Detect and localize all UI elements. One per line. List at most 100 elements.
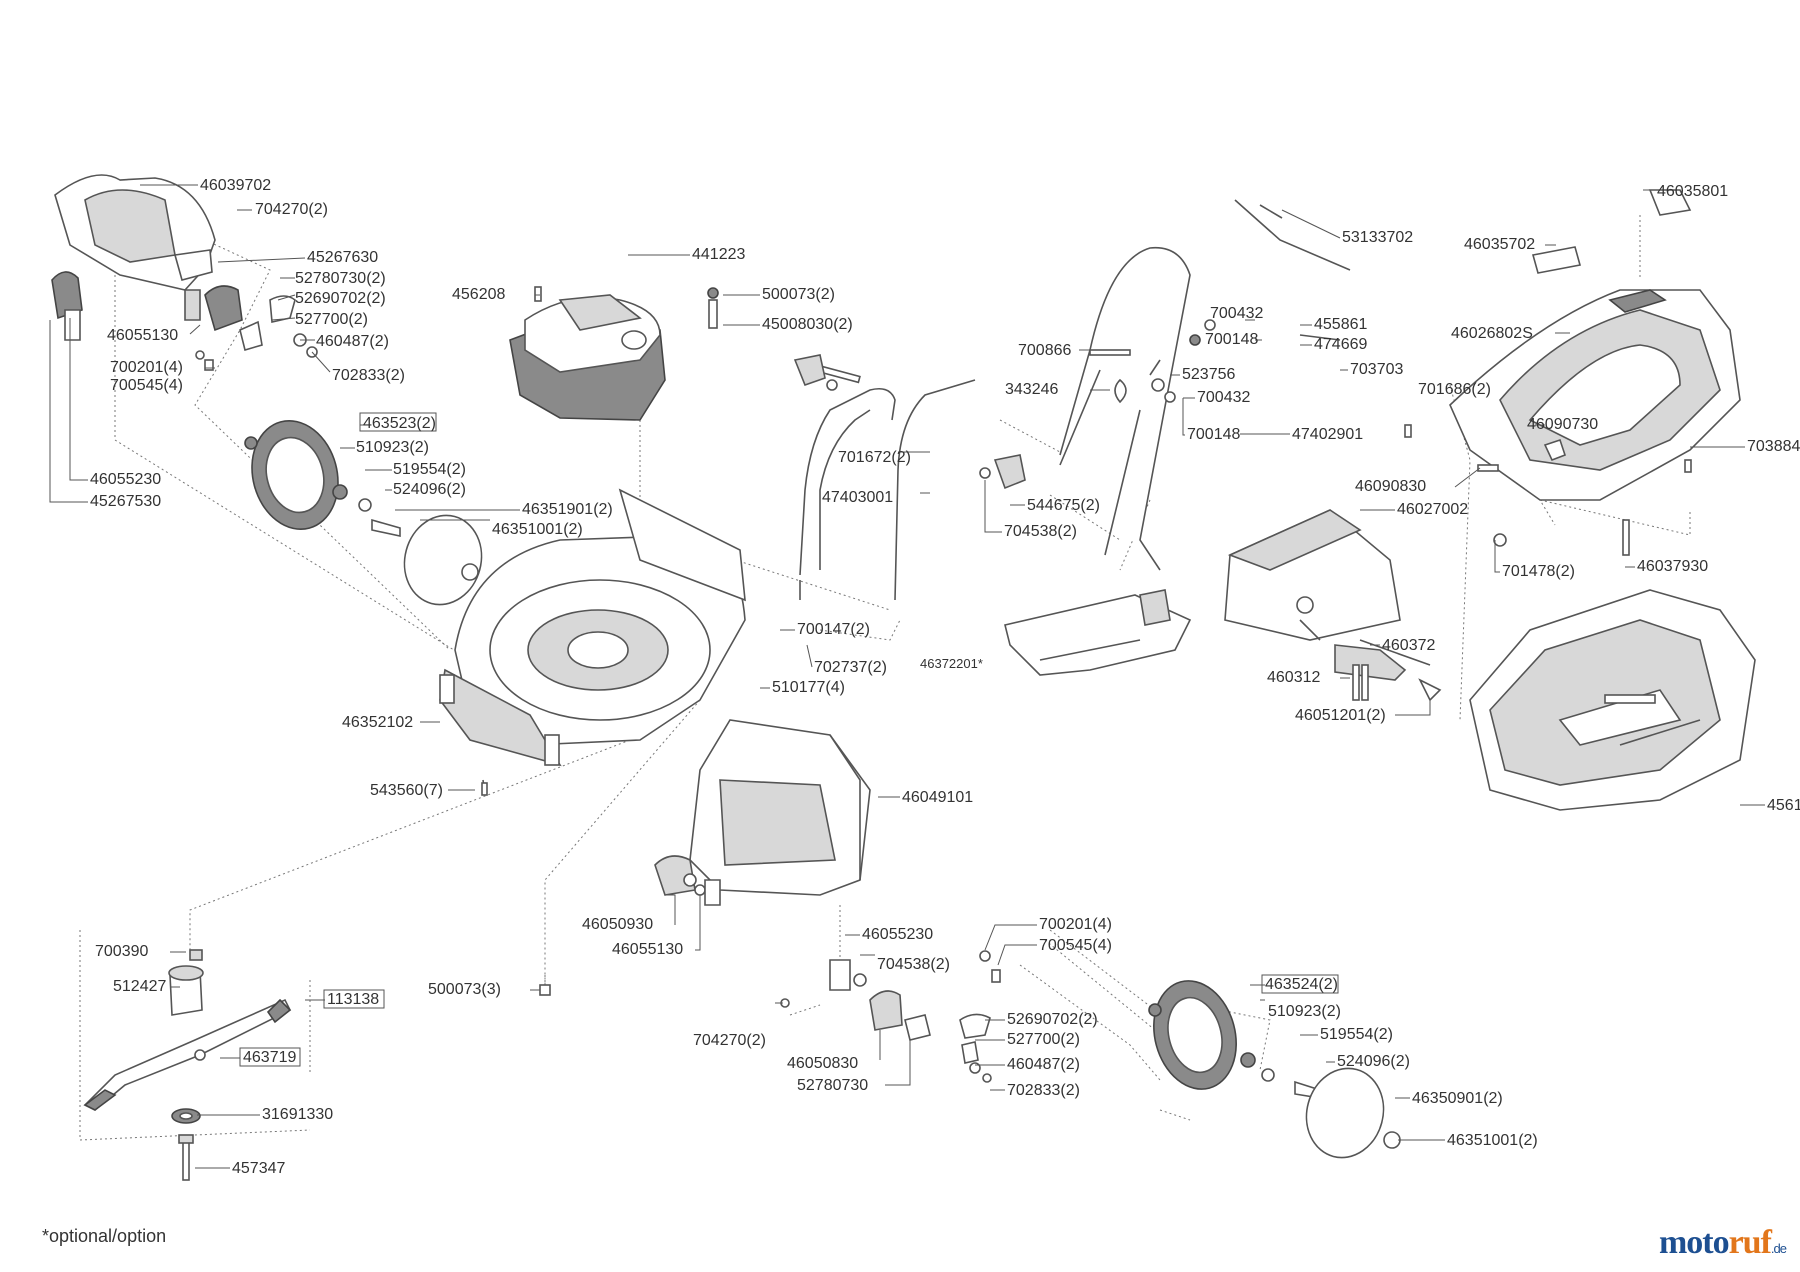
label-46372201-optional: 46372201* bbox=[920, 656, 983, 671]
label-704270-2-top: 704270(2) bbox=[255, 201, 328, 218]
label-52780730: 52780730 bbox=[797, 1077, 868, 1094]
label-46055230-top: 46055230 bbox=[90, 471, 161, 488]
label-701686-2: 701686(2) bbox=[1418, 381, 1491, 398]
label-52780730-2: 52780730(2) bbox=[295, 270, 386, 287]
label-703884-2: 703884(2) bbox=[1747, 438, 1800, 455]
label-700432-upper: 700432 bbox=[1210, 305, 1263, 322]
motoruf-logo[interactable]: motoruf.de bbox=[1658, 1224, 1787, 1262]
label-700147-2: 700147(2) bbox=[797, 621, 870, 638]
label-46351901-2: 46351901(2) bbox=[522, 501, 613, 518]
label-500073-2: 500073(2) bbox=[762, 286, 835, 303]
label-510177-4: 510177(4) bbox=[772, 679, 845, 696]
label-frames bbox=[239, 412, 1339, 1067]
label-52690702-2-top: 52690702(2) bbox=[295, 290, 386, 307]
label-46055130-bottom: 46055130 bbox=[612, 941, 683, 958]
label-700201-4-top: 700201(4) bbox=[110, 359, 183, 376]
label-523756: 523756 bbox=[1182, 366, 1235, 383]
label-46055230-bottom: 46055230 bbox=[862, 926, 933, 943]
label-47402901: 47402901 bbox=[1292, 426, 1363, 443]
label-46350901-2: 46350901(2) bbox=[1412, 1090, 1503, 1107]
optional-footnote: *optional/option bbox=[42, 1226, 167, 1246]
grass-box bbox=[1469, 589, 1756, 811]
label-527700-2-top: 527700(2) bbox=[295, 311, 368, 328]
label-527700-2-bottom: 527700(2) bbox=[1007, 1031, 1080, 1048]
label-46050930: 46050930 bbox=[582, 916, 653, 933]
grass-box-lid bbox=[1224, 509, 1442, 702]
label-510923-2-bottom: 510923(2) bbox=[1268, 1003, 1341, 1020]
label-704270-2-bottom: 704270(2) bbox=[693, 1032, 766, 1049]
rear-flap bbox=[54, 174, 216, 291]
label-474669: 474669 bbox=[1314, 336, 1367, 353]
label-544675-2: 544675(2) bbox=[1027, 497, 1100, 514]
height-adjuster-right bbox=[780, 950, 1001, 1083]
label-700432-lower: 700432 bbox=[1197, 389, 1250, 406]
label-524096-2-bottom: 524096(2) bbox=[1337, 1053, 1410, 1070]
grass-box-cover bbox=[1404, 189, 1741, 556]
label-46035801: 46035801 bbox=[1657, 183, 1728, 200]
label-700201-4-bottom: 700201(4) bbox=[1039, 916, 1112, 933]
logo-text-ruf: ruf bbox=[1728, 1224, 1772, 1261]
label-704538-2-bottom: 704538(2) bbox=[877, 956, 950, 973]
label-700148-lower: 700148 bbox=[1187, 426, 1240, 443]
label-702737-2: 702737(2) bbox=[814, 659, 887, 676]
logo-text-moto: moto bbox=[1658, 1224, 1730, 1261]
label-456208: 456208 bbox=[452, 286, 505, 303]
logo-text-suffix: .de bbox=[1770, 1241, 1787, 1256]
label-460312: 460312 bbox=[1267, 669, 1320, 686]
label-455861: 455861 bbox=[1314, 316, 1367, 333]
label-45267530: 45267530 bbox=[90, 493, 161, 510]
mower-deck bbox=[439, 488, 746, 796]
label-113138: 113138 bbox=[327, 991, 379, 1008]
label-519554-2-bottom: 519554(2) bbox=[1320, 1026, 1393, 1043]
label-31691330: 31691330 bbox=[262, 1106, 333, 1123]
label-53133702: 53133702 bbox=[1342, 229, 1413, 246]
label-46050830: 46050830 bbox=[787, 1055, 858, 1072]
label-46027002: 46027002 bbox=[1397, 501, 1468, 518]
label-700545-4-top: 700545(4) bbox=[110, 377, 183, 394]
label-463523-2: 463523(2) bbox=[363, 415, 436, 432]
label-456164: 456164 bbox=[1767, 797, 1800, 814]
label-46055130-top: 46055130 bbox=[107, 327, 178, 344]
part-number-labels: 46039702 704270(2) 45267630 52780730(2) … bbox=[90, 177, 1800, 1177]
engine bbox=[509, 286, 719, 421]
label-52690702-2-bottom: 52690702(2) bbox=[1007, 1011, 1098, 1028]
label-700148-upper: 700148 bbox=[1205, 331, 1258, 348]
label-47403001: 47403001 bbox=[822, 489, 893, 506]
label-46026802S: 46026802S bbox=[1451, 325, 1533, 342]
label-46037930: 46037930 bbox=[1637, 558, 1708, 575]
label-441223: 441223 bbox=[692, 246, 745, 263]
parts-artwork bbox=[51, 174, 1756, 1181]
label-519554-2-top: 519554(2) bbox=[393, 461, 466, 478]
label-45008030-2: 45008030(2) bbox=[762, 316, 853, 333]
rear-discharge-chute bbox=[654, 719, 871, 906]
label-46351001-2-bottom: 46351001(2) bbox=[1447, 1132, 1538, 1149]
label-543560-7: 543560(7) bbox=[370, 782, 443, 799]
label-460487-2-top: 460487(2) bbox=[316, 333, 389, 350]
label-46049101: 46049101 bbox=[902, 789, 973, 806]
rear-wheel-right bbox=[1148, 980, 1401, 1159]
label-701672-2: 701672(2) bbox=[838, 449, 911, 466]
height-adjuster-left bbox=[51, 271, 318, 371]
label-704538-2-top: 704538(2) bbox=[1004, 523, 1077, 540]
label-46352102: 46352102 bbox=[342, 714, 413, 731]
label-703703: 703703 bbox=[1350, 361, 1403, 378]
label-702833-2-top: 702833(2) bbox=[332, 367, 405, 384]
label-46090730: 46090730 bbox=[1527, 416, 1598, 433]
label-46035702: 46035702 bbox=[1464, 236, 1535, 253]
label-46051201-2: 46051201(2) bbox=[1295, 707, 1386, 724]
blade-assembly bbox=[83, 949, 551, 1181]
label-45267630: 45267630 bbox=[307, 249, 378, 266]
upper-handle bbox=[1059, 199, 1351, 571]
label-701478-2: 701478(2) bbox=[1502, 563, 1575, 580]
label-46090830: 46090830 bbox=[1355, 478, 1426, 495]
label-524096-2-top: 524096(2) bbox=[393, 481, 466, 498]
label-46039702: 46039702 bbox=[200, 177, 271, 194]
label-460372: 460372 bbox=[1382, 637, 1435, 654]
label-46351001-2-top: 46351001(2) bbox=[492, 521, 583, 538]
leader-lines bbox=[49, 184, 1765, 1169]
label-463719: 463719 bbox=[243, 1049, 296, 1066]
label-460487-2-bottom: 460487(2) bbox=[1007, 1056, 1080, 1073]
label-702833-2-bottom: 702833(2) bbox=[1007, 1082, 1080, 1099]
rear-wheel-left bbox=[244, 419, 483, 606]
